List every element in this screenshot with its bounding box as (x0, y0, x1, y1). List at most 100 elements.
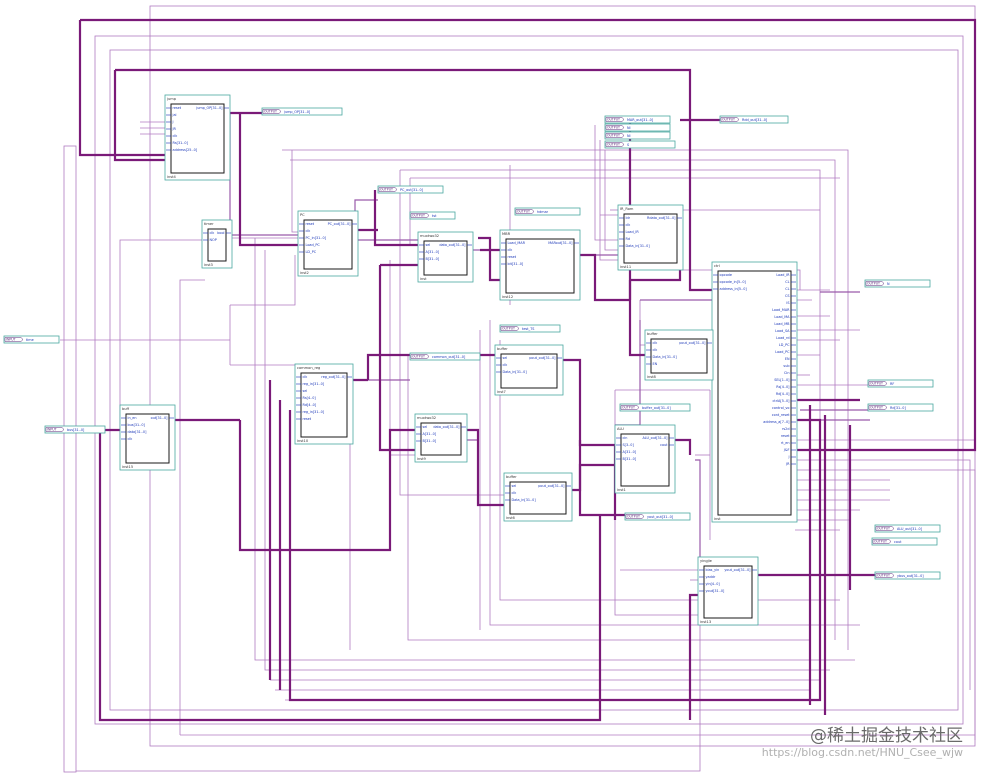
pin-in-label: EN (653, 362, 658, 366)
block-mux_mid[interactable]: muxtwo32selA[31..0]B[31..0]data_out[31..… (414, 413, 468, 463)
pin-out-label: pout_out[31..0] (538, 484, 565, 488)
pin-in-label: NOP (210, 238, 217, 242)
io-type: OUTPUT (874, 540, 887, 544)
io-name: S (627, 143, 629, 147)
pin-in-label: in_en (128, 416, 137, 420)
io-arrow-icon (605, 142, 625, 147)
block-yreg[interactable]: yingjiebias_yinyaddryin[4..0]yout[31..0]… (697, 556, 759, 626)
io-in_time[interactable]: INPUT time (3, 335, 60, 344)
pin-out-label: Load_PC (775, 350, 790, 354)
io-frame (499, 324, 561, 333)
pin-in-label: sel (426, 243, 431, 247)
io-type: OUTPUT (877, 574, 890, 578)
io-name: ALU_out[31..0] (897, 527, 923, 531)
pin-out-label: Load_MA (774, 315, 790, 319)
pin-in-label: clk (653, 348, 658, 352)
block-mbr[interactable]: MBRLoad_MARclkresetbit[31..0]MARout[31..… (499, 229, 581, 301)
pin-out-label: data_out[31..0] (439, 243, 466, 247)
pin-in-label: bit[31..0] (508, 262, 524, 266)
pin-out-label: rs2d (782, 427, 789, 431)
pin-out-label: pout_out[31..0] (679, 341, 706, 345)
pin-in-label: Data_in[31..0] (653, 355, 678, 359)
io-arrow-icon (872, 539, 892, 544)
block-instance: inst12 (502, 295, 513, 299)
pin-in-label: JR (172, 127, 177, 131)
io-frame (3, 335, 60, 344)
pin-in-label: clk (210, 231, 215, 235)
block-pc[interactable]: PCresetclkPC_in[31..0]Load_PCLD_PCPC_out… (297, 210, 359, 277)
block-jump[interactable]: jumpresetjalJJRclkRs[31..0]address[25..0… (164, 94, 231, 181)
block-instance: inst (714, 517, 721, 521)
block-instance: inst6 (506, 516, 516, 520)
block-cpu_ctrl[interactable]: ctrlopcodeopcode_in[5..0]address_in[5..0… (711, 261, 798, 523)
io-type: OUTPUT (412, 214, 425, 218)
block-common_reg[interactable]: common_regclkreg_in[31..0]selRs[4..0]Rd[… (294, 363, 354, 445)
pin-out-label: pout_out[31..0] (529, 356, 556, 360)
io-name: N (887, 282, 890, 286)
io-arrow-icon (865, 281, 885, 286)
io-type: OUTPUT (412, 355, 425, 359)
block-mux_top[interactable]: muxtwo32selA[31..0]B[31..0]data_out[31..… (417, 231, 474, 283)
pin-in-label: jal (172, 113, 177, 117)
io-arrow-icon (625, 514, 645, 519)
io-type: OUTPUT (607, 118, 620, 122)
block-buffer_top[interactable]: bufferselclkData_in[31..0]pout_out[31..0… (494, 344, 564, 396)
pin-in-label: Rd (626, 237, 631, 241)
block-alu[interactable]: ALUcinS[3..0]A[31..0]B[31..0]ALU_out[31.… (614, 424, 676, 494)
block-instance: inst13 (700, 620, 711, 624)
pin-out-label: out[31..0] (151, 416, 169, 420)
block-buffer_mid[interactable]: bufferclkclkData_in[31..0]ENpout_out[31.… (644, 329, 714, 381)
io-arrow-icon (720, 117, 740, 122)
pin-in-label: J (172, 120, 174, 124)
block-rom[interactable]: IR_RomIdrclkLoad_IRRdData_in[31..0]Rdata… (617, 204, 684, 271)
io-frame (604, 131, 671, 140)
pin-in-label: S[3..0] (623, 443, 635, 447)
block-body (500, 353, 558, 389)
block-title: MBR (502, 232, 511, 236)
pin-out-label: Load_SA (775, 329, 790, 333)
io-arrow-icon (500, 326, 520, 331)
io-frame (867, 379, 934, 388)
io-out_mar[interactable]: OUTPUT MAR_out[31..0] (604, 115, 671, 124)
block-title: muxtwo32 (420, 234, 439, 238)
pin-out-label: Rs[4..0] (776, 385, 790, 389)
block-body (509, 481, 567, 515)
io-name: time (26, 338, 34, 342)
pin-in-label: LD_PC (306, 250, 317, 254)
block-body (620, 433, 670, 487)
block-buffer_low[interactable]: bufferselclkData_in[31..0]pout_out[31..0… (503, 472, 573, 522)
watermark-text: @稀土掘金技术社区 (810, 726, 963, 746)
io-name: NI (627, 134, 631, 138)
io-type: INPUT (6, 338, 16, 342)
block-body (420, 422, 462, 456)
io-name: MAR_out[31..0] (627, 118, 654, 122)
io-frame (261, 107, 343, 116)
pin-out-label: J&F (783, 448, 790, 452)
pin-in-label: data[31..0] (128, 430, 148, 434)
io-name: Rd[31..0] (890, 406, 906, 410)
block-buff[interactable]: buffin_enbus[31..0]data[31..0]clkout[31.… (119, 404, 176, 471)
block-body (650, 338, 708, 374)
bus-wires (70, 18, 977, 722)
io-frame (409, 352, 481, 361)
